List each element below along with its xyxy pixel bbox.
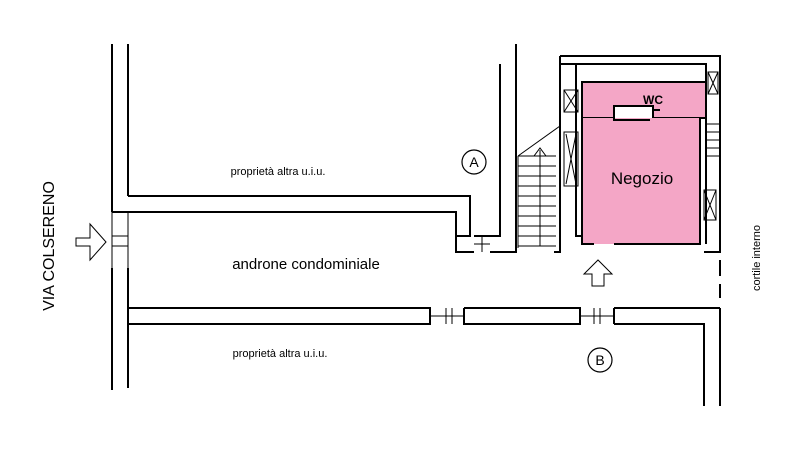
marker-a: A xyxy=(461,149,487,175)
courtyard-label: cortile interno xyxy=(751,225,763,291)
shop-area xyxy=(581,81,707,245)
property-bottom-label: proprietà altra u.i.u. xyxy=(233,348,328,360)
wc-label: WC xyxy=(643,93,663,107)
wall-fixtures xyxy=(563,71,720,221)
street-label: VIA COLSERENO xyxy=(41,181,58,311)
property-top-label: proprietà altra u.i.u. xyxy=(231,166,326,178)
shop-entrance-arrow xyxy=(582,259,614,287)
staircase xyxy=(517,125,561,248)
door-openings xyxy=(111,212,614,324)
hall-label: androne condominiale xyxy=(232,256,380,273)
entrance-arrow xyxy=(75,222,107,262)
marker-b-label: B xyxy=(595,352,604,368)
shop-label: Negozio xyxy=(611,169,673,188)
marker-b: B xyxy=(587,347,613,373)
marker-a-label: A xyxy=(469,154,479,170)
walls xyxy=(111,44,721,406)
